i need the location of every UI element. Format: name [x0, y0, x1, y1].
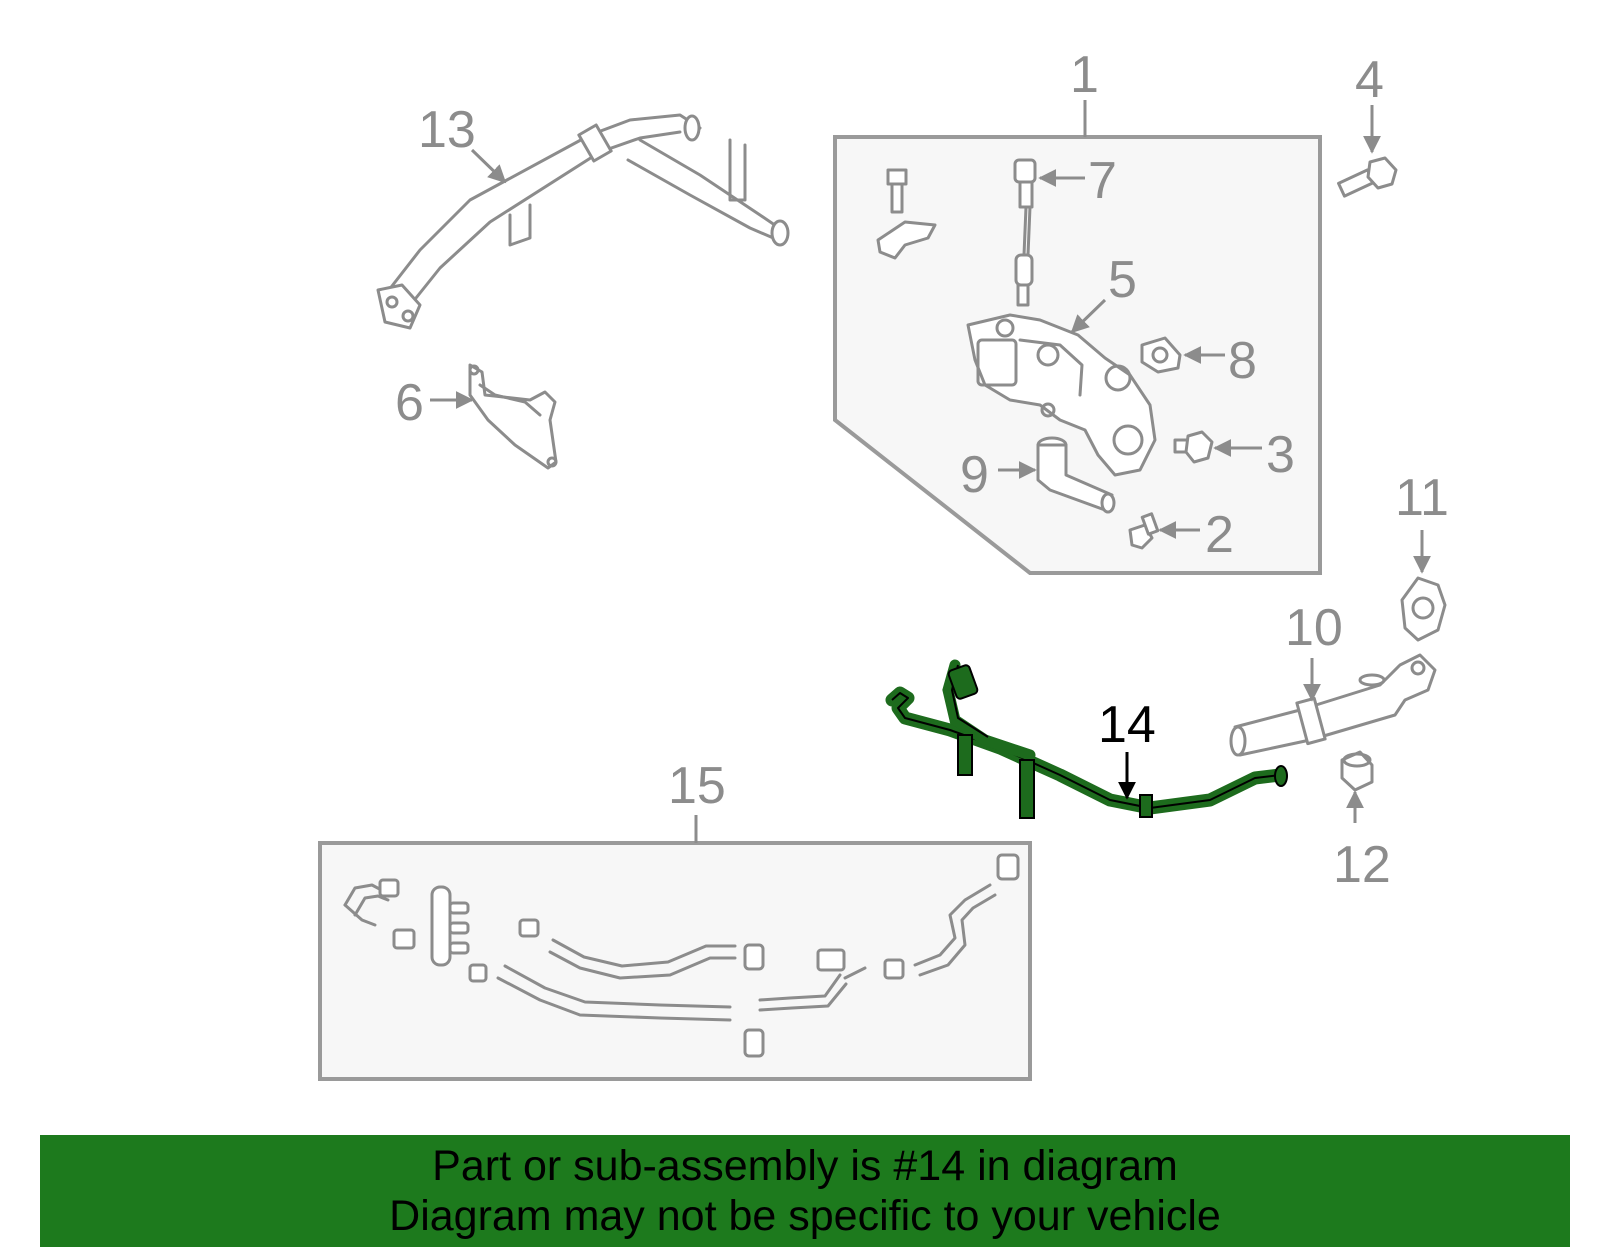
callout-3: 3 — [1266, 426, 1295, 484]
part-4-bolt[interactable] — [1337, 156, 1398, 198]
callout-13: 13 — [418, 101, 476, 159]
part-2-bolt[interactable] — [1128, 512, 1160, 550]
part-3-bolt[interactable] — [1173, 430, 1214, 464]
callout-2: 2 — [1205, 506, 1234, 564]
callout-11: 11 — [1395, 469, 1449, 527]
callout-9: 9 — [960, 446, 989, 504]
footer-line-1: Part or sub-assembly is #14 in diagram — [432, 1142, 1178, 1190]
part-13-pipe[interactable] — [376, 113, 790, 330]
callout-8: 8 — [1228, 332, 1257, 390]
callout-1: 1 — [1070, 46, 1099, 104]
callout-10: 10 — [1285, 599, 1343, 657]
callout-14: 14 — [1098, 696, 1156, 754]
callout-6: 6 — [395, 374, 424, 432]
part-14-highlighted-pipe[interactable] — [885, 659, 1288, 819]
part-12-cap[interactable] — [1340, 750, 1374, 792]
part-10-pipe[interactable] — [1229, 653, 1437, 757]
part-8-sensor[interactable] — [1140, 336, 1182, 374]
footer-banner: Part or sub-assembly is #14 in diagram D… — [40, 1135, 1570, 1247]
callout-4: 4 — [1355, 51, 1384, 109]
callout-15: 15 — [668, 757, 726, 815]
part-9-fitting[interactable] — [1036, 436, 1116, 514]
part-15-hose-set[interactable] — [343, 853, 1020, 1058]
callout-5: 5 — [1108, 251, 1137, 309]
part-7-sensor[interactable] — [1013, 158, 1037, 307]
part-6-gasket[interactable] — [468, 363, 558, 470]
bolt-and-bracket[interactable] — [876, 168, 937, 260]
callout-7: 7 — [1088, 152, 1117, 210]
footer-line-2: Diagram may not be specific to your vehi… — [389, 1192, 1221, 1240]
callout-12: 12 — [1333, 836, 1391, 894]
part-11-gasket[interactable] — [1400, 576, 1447, 642]
